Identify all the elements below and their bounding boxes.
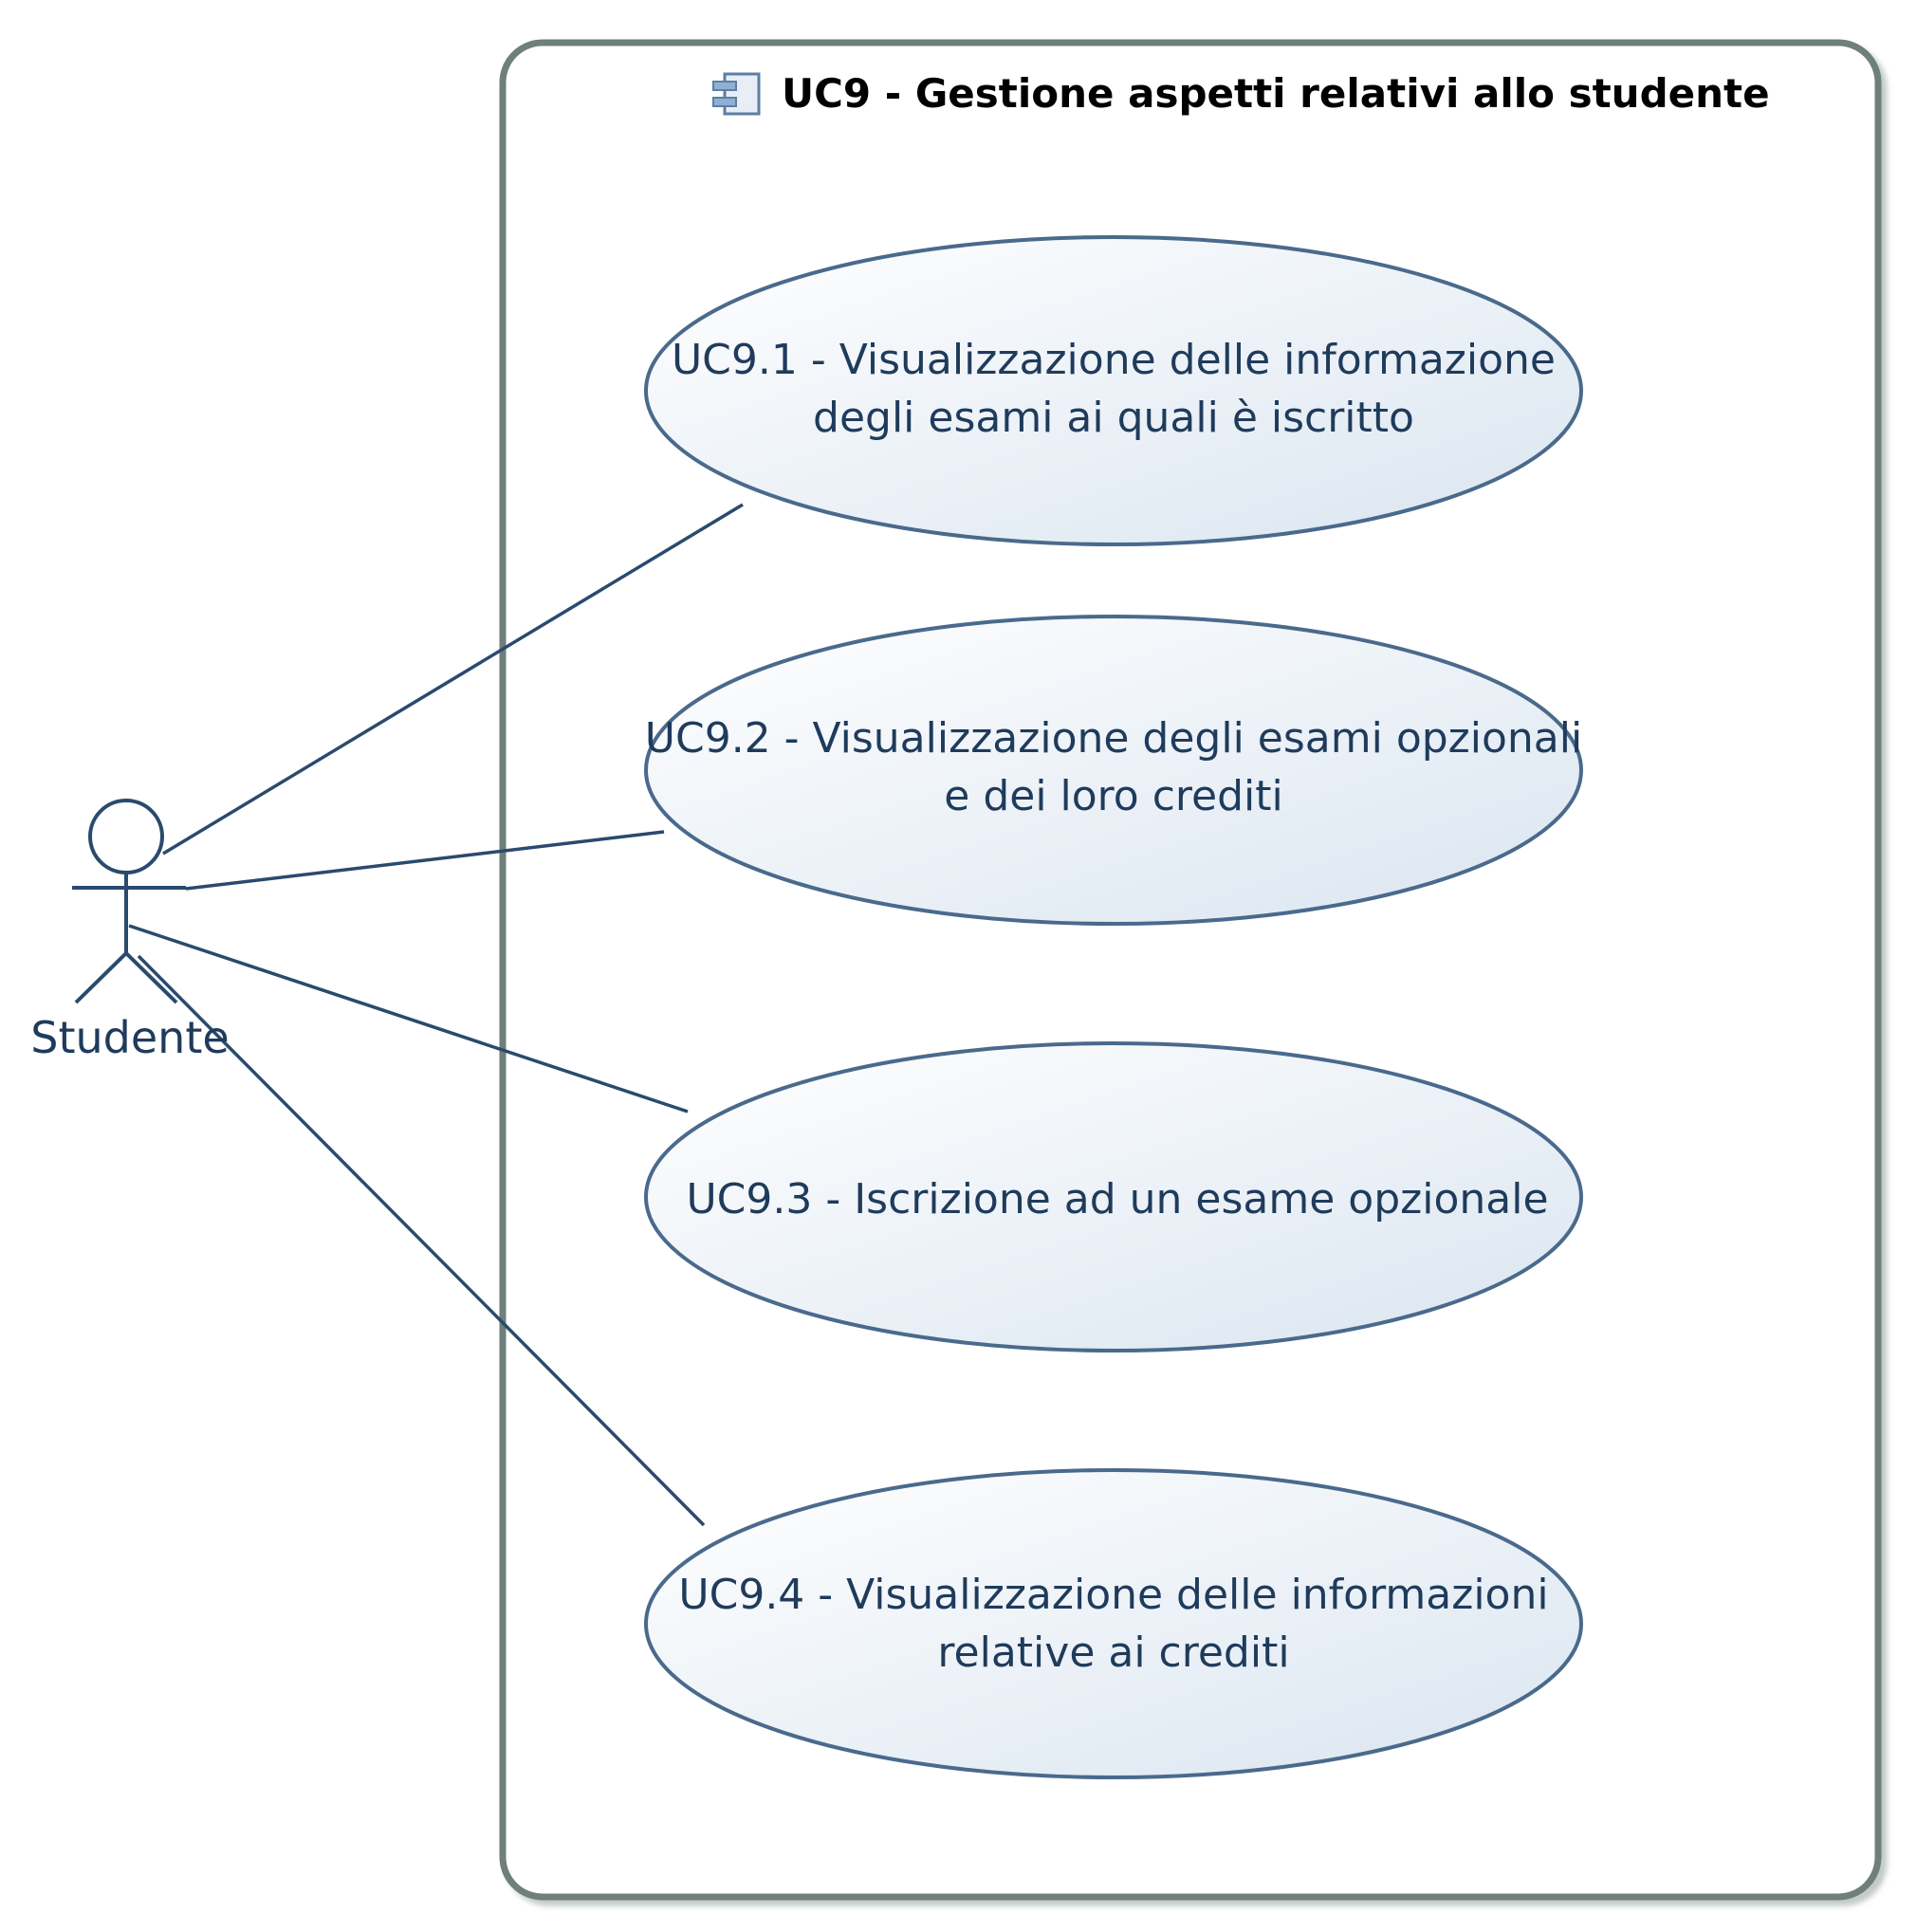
use-case-label-line: UC9.2 - Visualizzazione degli esami opzi… [645,714,1582,763]
stick-figure-icon [72,799,186,1004]
use-case-uc9-1[interactable]: UC9.1 - Visualizzazione delle informazio… [644,235,1583,546]
association-uc9-3[interactable] [128,924,689,1113]
actor-studente[interactable]: Studente [30,799,230,1063]
use-case-ellipse [644,615,1583,926]
actor-label: Studente [30,1012,229,1063]
use-case-label-line: UC9.1 - Visualizzazione delle informazio… [672,336,1556,384]
use-case-label-line: UC9.4 - Visualizzazione delle informazio… [678,1571,1548,1619]
use-case-label-line: e dei loro crediti [944,772,1282,820]
use-case-uc9-2[interactable]: UC9.2 - Visualizzazione degli esami opzi… [644,615,1583,926]
component-icon [712,72,761,116]
association-uc9-4[interactable] [137,954,706,1527]
system-title: UC9 - Gestione aspetti relativi allo stu… [782,70,1770,117]
association-uc9-2[interactable] [185,830,665,891]
use-case-label-line: degli esami ai quali è iscritto [813,394,1414,442]
use-case-uc9-4[interactable]: UC9.4 - Visualizzazione delle informazio… [644,1468,1583,1779]
use-case-label-line: UC9.3 - Iscrizione ad un esame opzionale [686,1175,1548,1224]
use-case-label-line: relative ai crediti [937,1628,1289,1677]
use-case-ellipse [644,235,1583,546]
use-case-uc9-3[interactable]: UC9.3 - Iscrizione ad un esame opzionale [644,1041,1583,1352]
association-uc9-1[interactable] [162,503,744,856]
associations [128,503,744,1527]
use-case-ellipse [644,1041,1583,1352]
use-case-ellipse [644,1468,1583,1779]
